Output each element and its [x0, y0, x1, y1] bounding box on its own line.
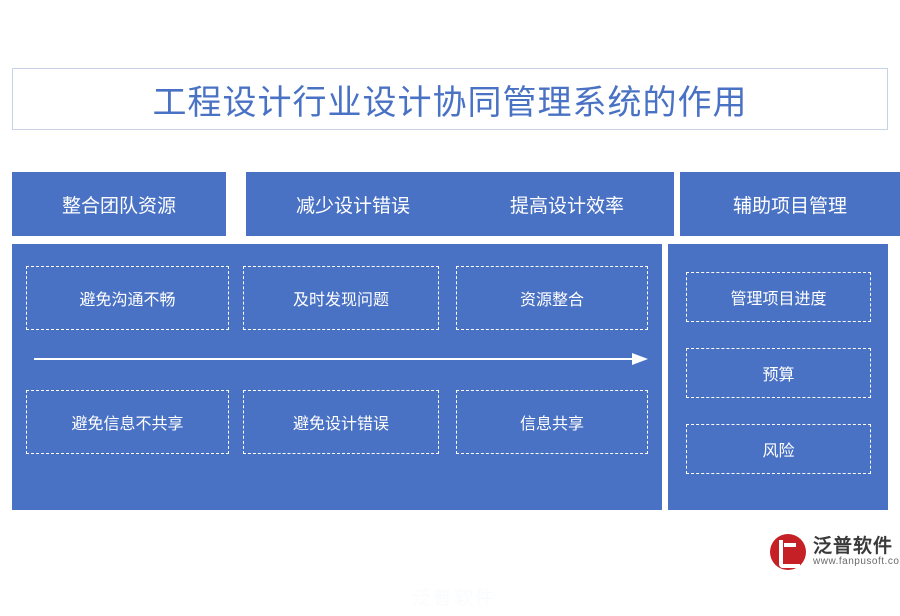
- right-item-label: 风险: [762, 443, 795, 460]
- header-box-2[interactable]: 减少设计错误: [246, 172, 460, 236]
- left-content-panel: 避免沟通不畅 及时发现问题 资源整合 避免信息不共享 避免设计错误 信息共享 泛…: [12, 244, 662, 609]
- header-box-1[interactable]: 整合团队资源: [12, 172, 226, 236]
- header-box-1-label: 整合团队资源: [61, 195, 176, 217]
- right-item-budget[interactable]: 预算: [686, 348, 871, 398]
- title-box: 工程设计行业设计协同管理系统的作用: [12, 68, 888, 130]
- brand-url: www.fanpusoft.com: [813, 555, 900, 567]
- center-watermark: 泛普软件: [384, 576, 524, 616]
- right-item-risk[interactable]: 风险: [686, 424, 871, 474]
- left-item-label: 信息共享: [519, 416, 584, 433]
- left-item-label: 及时发现问题: [292, 292, 389, 309]
- left-item-avoid-poor-communication[interactable]: 避免沟通不畅: [26, 266, 229, 330]
- page-title: 工程设计行业设计协同管理系统的作用: [152, 83, 748, 122]
- left-item-label: 避免沟通不畅: [79, 292, 176, 309]
- left-item-resource-integration[interactable]: 资源整合: [456, 266, 648, 330]
- header-box-3-label: 提高设计效率: [509, 195, 624, 217]
- left-item-avoid-design-errors[interactable]: 避免设计错误: [243, 390, 439, 454]
- brand-logo: 泛普软件 www.fanpusoft.com: [770, 534, 900, 570]
- header-box-3[interactable]: 提高设计效率: [460, 172, 674, 236]
- flow-arrow: [34, 352, 648, 366]
- header-row: 整合团队资源 减少设计错误 提高设计效率 辅助项目管理: [12, 172, 900, 236]
- left-item-avoid-info-silo[interactable]: 避免信息不共享: [26, 390, 229, 454]
- left-item-label: 资源整合: [519, 292, 584, 309]
- right-item-manage-schedule[interactable]: 管理项目进度: [686, 272, 871, 322]
- slide-canvas: 工程设计行业设计协同管理系统的作用 整合团队资源 减少设计错误 提高设计效率 辅…: [12, 68, 900, 609]
- fanpu-logo-icon: [770, 534, 806, 570]
- left-item-information-sharing[interactable]: 信息共享: [456, 390, 648, 454]
- header-box-2-label: 减少设计错误: [295, 195, 410, 217]
- left-item-label: 避免设计错误: [292, 416, 389, 433]
- left-item-timely-issue-detection[interactable]: 及时发现问题: [243, 266, 439, 330]
- brand-logo-text: 泛普软件 www.fanpusoft.com: [813, 535, 900, 567]
- right-content-panel: 管理项目进度 预算 风险: [668, 244, 888, 510]
- header-box-4[interactable]: 辅助项目管理: [680, 172, 900, 236]
- center-watermark-text: 泛普软件: [411, 587, 496, 609]
- left-item-label: 避免信息不共享: [71, 416, 184, 433]
- right-item-label: 管理项目进度: [730, 291, 827, 308]
- arrow-right-icon: [34, 353, 648, 365]
- header-box-4-label: 辅助项目管理: [732, 195, 847, 217]
- right-item-label: 预算: [762, 367, 795, 384]
- brand-name: 泛普软件: [813, 535, 894, 557]
